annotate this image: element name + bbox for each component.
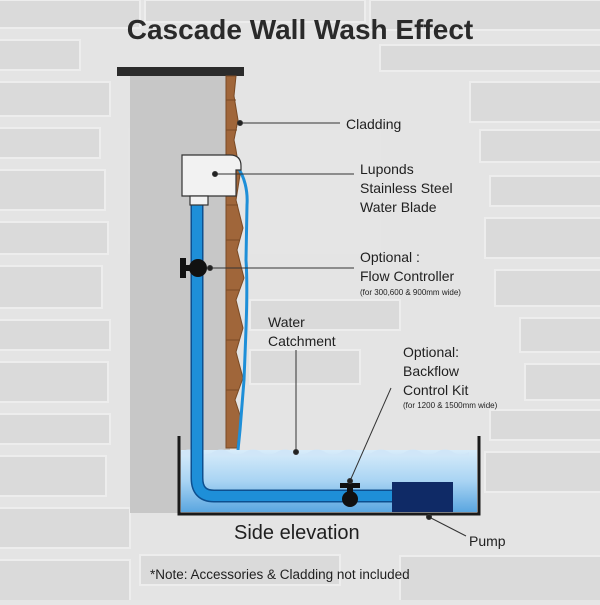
leader-lines <box>207 120 467 537</box>
label-water-blade-line2: Stainless Steel <box>360 180 453 196</box>
label-flow-line2: Flow Controller <box>360 268 455 284</box>
label-water-catchment: Water Catchment <box>268 313 336 351</box>
diagram-title: Cascade Wall Wash Effect <box>126 14 474 45</box>
backflow-valve-icon <box>340 483 360 507</box>
label-flow-controller: Optional : Flow Controller <box>360 248 454 286</box>
label-catchment-line2: Catchment <box>268 333 336 349</box>
label-water-blade-line1: Luponds <box>360 161 414 177</box>
valve-icon <box>180 258 207 278</box>
footnote: *Note: Accessories & Cladding not includ… <box>150 567 410 582</box>
label-backflow: Optional: Backflow Control Kit <box>403 343 468 400</box>
label-pump: Pump <box>469 533 506 549</box>
label-catchment-line1: Water <box>268 314 305 330</box>
label-flow-line1: Optional : <box>360 249 420 265</box>
label-backflow-line2: Backflow <box>403 363 460 379</box>
label-backflow-note: (for 1200 & 1500mm wide) <box>403 401 498 410</box>
wall-cap <box>117 67 244 76</box>
label-backflow-line3: Control Kit <box>403 382 469 398</box>
label-backflow-line1: Optional: <box>403 344 460 360</box>
water-blade-icon <box>181 154 242 206</box>
label-water-blade: Luponds Stainless Steel Water Blade <box>360 160 453 217</box>
label-cladding: Cladding <box>346 116 402 132</box>
label-side-elevation: Side elevation <box>234 522 360 544</box>
label-water-blade-line3: Water Blade <box>360 199 437 215</box>
label-flow-note: (for 300,600 & 900mm wide) <box>360 288 461 297</box>
pump-icon <box>392 482 453 512</box>
